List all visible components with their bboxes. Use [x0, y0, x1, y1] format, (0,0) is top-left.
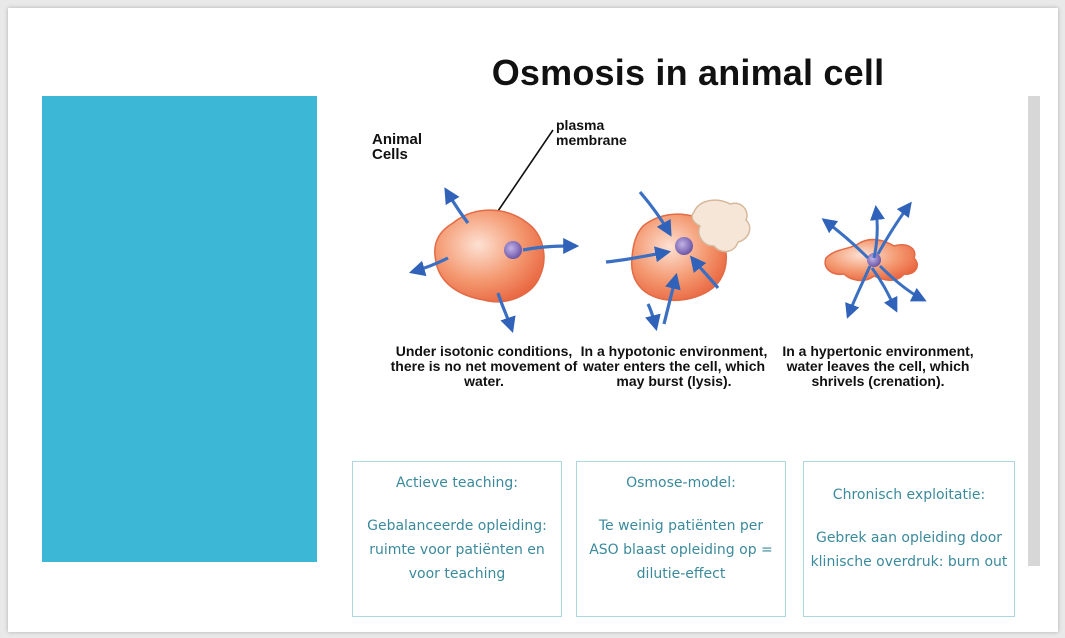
- isotonic-cell: [412, 190, 576, 330]
- slide: Osmosis in animal cell: [8, 8, 1058, 632]
- box-heading: Chronisch exploitatie:: [804, 484, 1014, 506]
- box-heading: Osmose-model:: [577, 472, 785, 494]
- slide-title: Osmosis in animal cell: [428, 52, 948, 94]
- vertical-scrollbar[interactable]: [1028, 96, 1040, 566]
- box-body: Gebrek aan opleiding door klinische over…: [804, 526, 1014, 574]
- plasma-membrane-label: plasma membrane: [556, 118, 666, 148]
- membrane-pointer-line: [498, 130, 553, 211]
- nucleus-icon: [675, 237, 693, 255]
- hypertonic-cell: [824, 204, 924, 316]
- animal-cells-label: Animal Cells: [372, 132, 452, 162]
- osmosis-figure: Animal Cells plasma membrane Under isoto…: [348, 108, 1028, 438]
- box-heading: Actieve teaching:: [353, 472, 561, 494]
- chronic-exploitation-box: Chronisch exploitatie: Gebrek aan opleid…: [803, 461, 1015, 617]
- osmosis-model-box: Osmose-model: Te weinig patiënten per AS…: [576, 461, 786, 617]
- hypotonic-caption: In a hypotonic environment, water enters…: [574, 344, 774, 389]
- nucleus-icon: [504, 241, 522, 259]
- box-body: Gebalanceerde opleiding: ruimte voor pat…: [353, 514, 561, 586]
- active-teaching-box: Actieve teaching: Gebalanceerde opleidin…: [352, 461, 562, 617]
- hypertonic-caption: In a hypertonic environment, water leave…: [778, 344, 978, 389]
- hypotonic-cell: [606, 192, 750, 328]
- isotonic-caption: Under isotonic conditions, there is no n…: [384, 344, 584, 389]
- box-body: Te weinig patiënten per ASO blaast oplei…: [577, 514, 785, 586]
- accent-block: [42, 96, 317, 562]
